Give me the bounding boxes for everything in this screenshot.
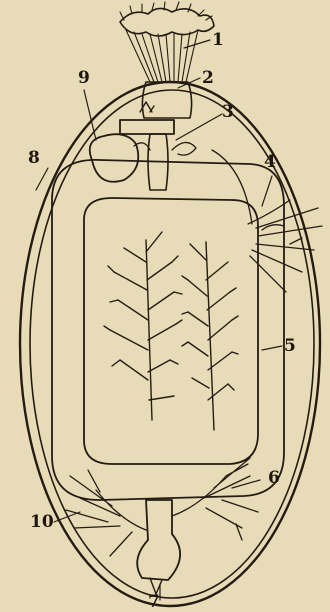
label-7: 7 [148, 594, 160, 611]
tentacle-crown [120, 2, 214, 82]
label-1: 1 [212, 32, 224, 49]
label-10: 10 [30, 514, 54, 531]
label-5: 5 [284, 338, 296, 355]
label-3: 3 [222, 104, 234, 121]
tuft-4 [248, 200, 322, 292]
label-2: 2 [202, 70, 214, 87]
ganglion-ring [120, 120, 174, 134]
label-9: 9 [78, 70, 90, 87]
rectum [137, 500, 180, 580]
leader-lines [36, 40, 282, 600]
label-6: 6 [268, 470, 280, 487]
internal-branching-organs [104, 232, 238, 430]
label-8: 8 [28, 150, 40, 167]
label-4: 4 [264, 154, 276, 171]
vesicle [90, 134, 139, 182]
branching-organ-6 [172, 458, 258, 540]
